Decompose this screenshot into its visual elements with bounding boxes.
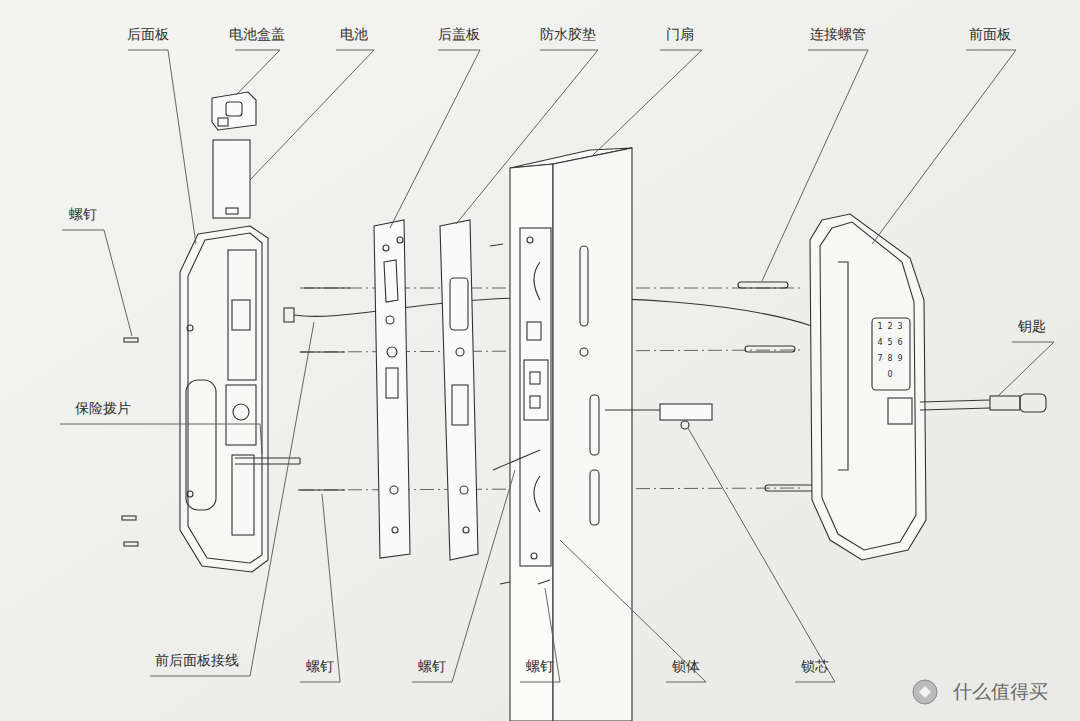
- leader-lines: [60, 50, 1054, 682]
- watermark-icon: [913, 680, 937, 704]
- part-label: 前后面板接线: [155, 652, 239, 668]
- keypad-digit: 4: [877, 338, 882, 347]
- part-label: 防水胶垫: [540, 26, 596, 42]
- part-label: 门扇: [666, 26, 694, 42]
- keypad-digit: 0: [887, 370, 892, 379]
- part-label: 电池盒盖: [229, 26, 285, 42]
- keypad-digit: 5: [887, 338, 892, 347]
- keypad-digit: 7: [877, 354, 882, 363]
- keypad-digit: 9: [897, 354, 902, 363]
- part-label: 保险拨片: [75, 400, 131, 416]
- keypad-digit: 3: [897, 322, 902, 331]
- keypad-digit: 8: [887, 354, 892, 363]
- watermark: 什么值得买: [953, 681, 1048, 703]
- part-label: 锁体: [672, 658, 700, 674]
- part-label: 连接螺管: [810, 26, 866, 42]
- part-label: 后面板: [127, 26, 169, 42]
- keypad-digit: 2: [887, 322, 892, 331]
- part-label: 电池: [340, 26, 368, 42]
- keypad-digit: 1: [877, 322, 882, 331]
- part-label: 后盖板: [438, 26, 480, 42]
- parts: [122, 92, 1046, 721]
- part-label: 前面板: [969, 26, 1011, 42]
- part-label: 螺钉: [526, 658, 554, 674]
- part-label: 螺钉: [69, 206, 97, 222]
- part-label: 锁芯: [801, 658, 829, 674]
- part-label: 钥匙: [1018, 318, 1046, 334]
- keypad-digit: 6: [897, 338, 902, 347]
- part-label: 螺钉: [418, 658, 446, 674]
- part-label: 螺钉: [306, 658, 334, 674]
